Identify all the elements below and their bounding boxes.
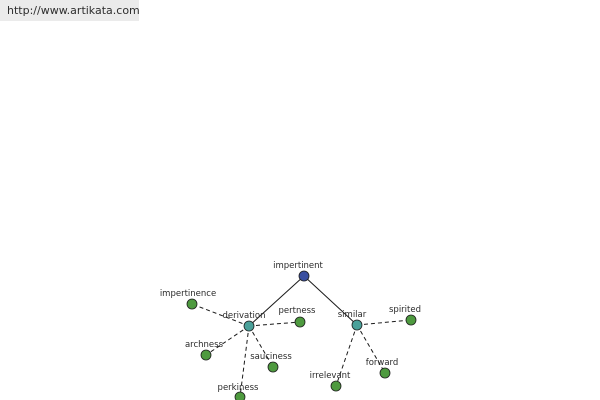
node-label-impertinent[interactable]: impertinent xyxy=(273,261,323,271)
node-label-impertinence[interactable]: impertinence xyxy=(160,289,216,299)
node-forward[interactable] xyxy=(379,367,391,379)
node-label-archness[interactable]: archness xyxy=(185,340,224,350)
node-sauciness[interactable] xyxy=(267,361,279,373)
graph-nodes xyxy=(186,270,417,400)
node-archness[interactable] xyxy=(200,349,212,361)
node-pertness[interactable] xyxy=(294,316,306,328)
node-label-spirited[interactable]: spirited xyxy=(389,305,421,315)
node-spirited[interactable] xyxy=(405,314,417,326)
node-impertinence[interactable] xyxy=(186,298,198,310)
node-perkiness[interactable] xyxy=(234,391,246,400)
node-similar[interactable] xyxy=(351,319,363,331)
edge-derivation-impertinence xyxy=(191,303,250,327)
node-derivation[interactable] xyxy=(243,320,255,332)
edge-similar-forward xyxy=(356,324,386,374)
edge-impertinent-derivation xyxy=(248,275,305,327)
edge-derivation-perkiness xyxy=(239,325,250,398)
edge-similar-irrelevant xyxy=(335,324,358,387)
node-irrelevant[interactable] xyxy=(330,380,342,392)
node-label-derivation[interactable]: derivation xyxy=(222,311,265,321)
node-label-forward[interactable]: forward xyxy=(366,358,399,368)
edge-derivation-archness xyxy=(205,325,250,356)
edge-similar-spirited xyxy=(356,319,412,326)
graph-labels: impertinent derivation similar impertinence… xyxy=(160,261,421,393)
node-label-similar[interactable]: similar xyxy=(338,310,367,320)
edge-derivation-sauciness xyxy=(248,325,274,368)
node-label-perkiness[interactable]: perkiness xyxy=(218,383,259,393)
node-impertinent[interactable] xyxy=(298,270,310,282)
edge-derivation-pertness xyxy=(248,321,301,327)
site-url-link[interactable]: http://www.artikata.com xyxy=(0,0,140,21)
node-label-irrelevant[interactable]: irrelevant xyxy=(310,371,351,381)
node-label-sauciness[interactable]: sauciness xyxy=(250,352,292,362)
node-label-pertness[interactable]: pertness xyxy=(279,306,316,316)
graph-edges xyxy=(191,275,412,398)
edge-impertinent-similar xyxy=(303,275,358,326)
